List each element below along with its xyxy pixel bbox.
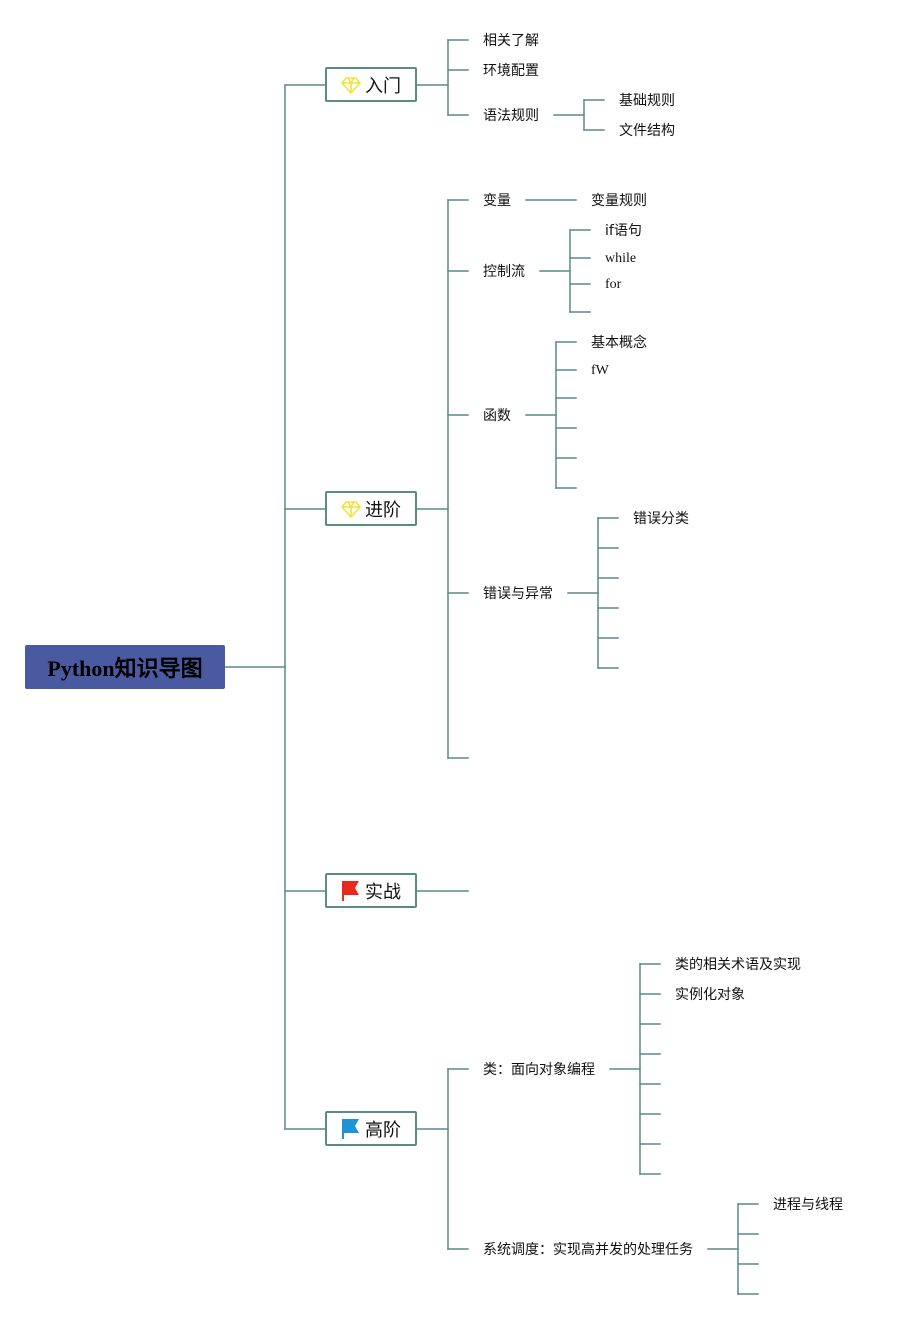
diamond-icon (341, 500, 361, 518)
node-label[interactable]: 变量规则 (591, 193, 647, 209)
topic-label: 实战 (365, 881, 401, 903)
node-label[interactable]: 错误与异常 (483, 586, 553, 602)
topic-label: 进阶 (365, 499, 401, 521)
node-label[interactable]: 控制流 (483, 264, 525, 280)
node-label[interactable]: 实例化对象 (675, 987, 745, 1003)
node-label[interactable]: 系统调度：实现高并发的处理任务 (483, 1242, 693, 1258)
node-label[interactable]: 文件结构 (619, 123, 675, 139)
node-label[interactable]: 环境配置 (483, 63, 539, 79)
blue-flag-icon (341, 1118, 361, 1140)
node-label[interactable]: for (605, 277, 622, 292)
node-label[interactable]: if语句 (605, 223, 642, 239)
node-label[interactable]: while (605, 251, 637, 266)
node-label[interactable]: 类：面向对象编程 (483, 1062, 595, 1078)
topic-label: 高阶 (365, 1119, 401, 1141)
node-label[interactable]: 相关了解 (483, 33, 539, 49)
topic-rumen[interactable]: 入门 (325, 67, 417, 102)
topic-shizhan[interactable]: 实战 (325, 873, 417, 908)
node-label[interactable]: 语法规则 (483, 108, 539, 124)
node-label[interactable]: 变量 (483, 193, 511, 209)
root-label: Python知识导图 (47, 656, 203, 681)
node-label[interactable]: 错误分类 (633, 511, 689, 527)
node-label[interactable]: 类的相关术语及实现 (675, 957, 801, 973)
topic-jinjie[interactable]: 进阶 (325, 491, 417, 526)
root-node[interactable]: Python知识导图 (25, 645, 225, 689)
diamond-icon (341, 76, 361, 94)
node-label[interactable]: 函数 (483, 408, 511, 424)
topic-label: 入门 (365, 75, 401, 97)
node-label[interactable]: 进程与线程 (773, 1197, 843, 1213)
node-label[interactable]: fW (591, 363, 609, 378)
node-label[interactable]: 基本概念 (591, 335, 647, 351)
node-label[interactable]: 基础规则 (619, 93, 675, 109)
topic-gaojie[interactable]: 高阶 (325, 1111, 417, 1146)
red-flag-icon (341, 880, 361, 902)
